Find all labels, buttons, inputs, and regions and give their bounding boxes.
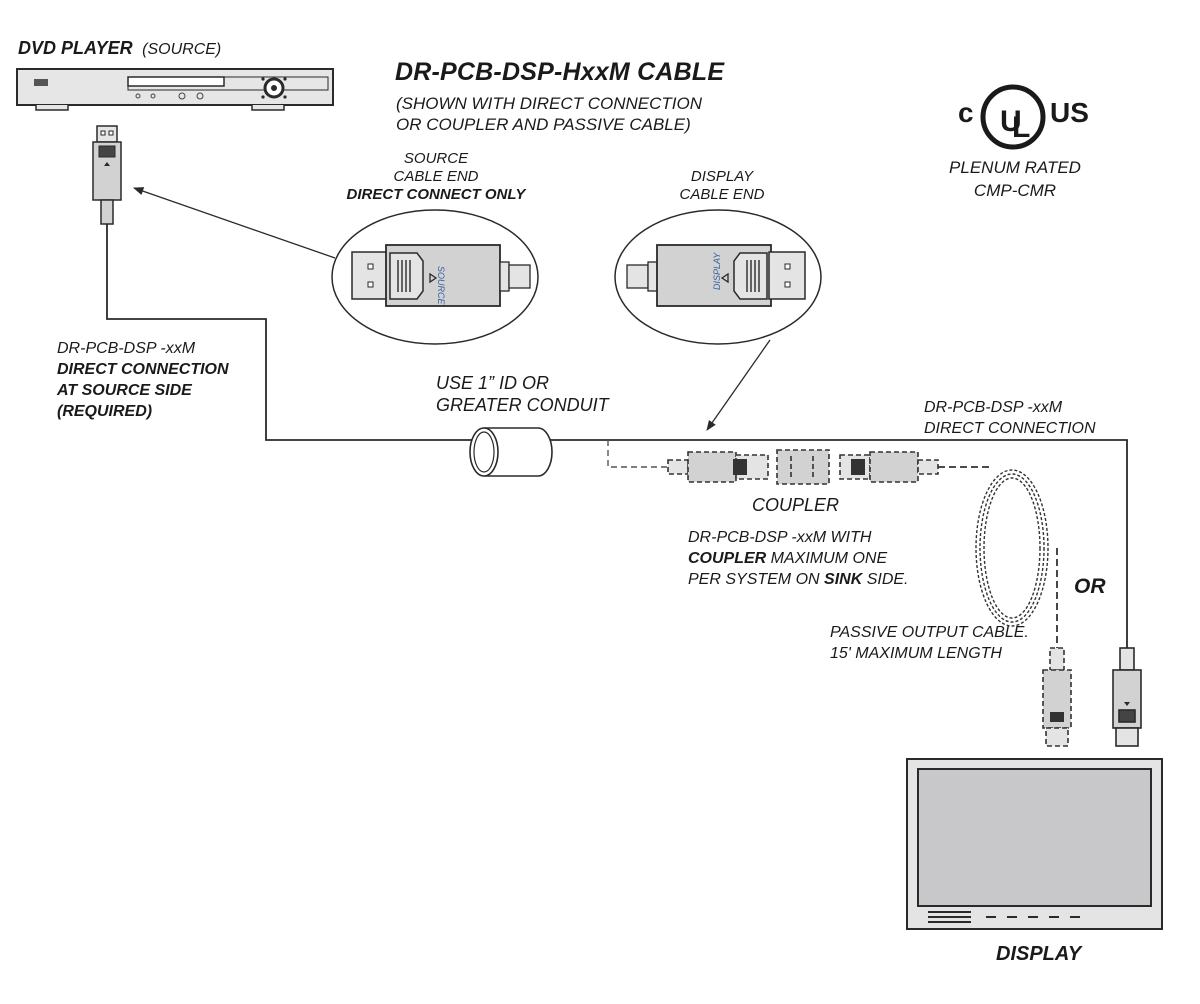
sink-bold: SINK <box>824 571 863 588</box>
source-device-name: DVD PLAYER <box>18 38 133 58</box>
source-callout-arrow <box>133 187 336 259</box>
source-device-role: (SOURCE) <box>142 41 222 58</box>
direct-display-connector-icon <box>1112 647 1142 747</box>
diagram-title: DR-PCB-DSP-HxxM CABLE <box>395 58 725 86</box>
direct-connection-note-line2: DIRECT CONNECTION <box>924 420 1096 437</box>
source-end-callout <box>331 209 539 345</box>
coupler-latch-right <box>851 459 865 475</box>
source-side-note-line2: DIRECT CONNECTION <box>57 361 229 378</box>
coupler-note-rest: MAXIMUM ONE <box>766 550 888 567</box>
coupler-cable-line <box>607 440 668 468</box>
source-side-note-line4: (REQUIRED) <box>57 403 153 420</box>
coupler-assembly <box>667 449 939 485</box>
source-connector-text: SOURCE <box>436 266 446 305</box>
ul-mark-us: US <box>1050 97 1089 128</box>
ul-mark-u: U <box>1000 105 1022 138</box>
direct-connection-note-line1: DR-PCB-DSP -xxM <box>924 399 1063 416</box>
coupler-note-line2: COUPLER MAXIMUM ONE <box>688 548 887 569</box>
passive-cable-note-line2: 15' MAXIMUM LENGTH <box>830 645 1002 662</box>
passive-display-connector-icon <box>1042 647 1072 747</box>
conduit-note-line1: USE 1” ID OR <box>436 373 550 393</box>
ul-mark-l: L <box>1012 111 1030 144</box>
coupler-latch-left <box>733 459 747 475</box>
ul-certification-mark <box>980 84 1046 150</box>
display-end-callout <box>614 209 822 345</box>
source-end-label-line2: CABLE END <box>393 168 479 185</box>
plenum-rated-label: PLENUM RATED <box>949 158 1081 177</box>
diagram-subtitle-line2: OR COUPLER AND PASSIVE CABLE) <box>396 115 691 134</box>
coupler-note-bold: COUPLER <box>688 550 767 567</box>
coupler-note-pre: PER SYSTEM ON <box>688 571 825 588</box>
passive-cable-note-line1: PASSIVE OUTPUT CABLE. <box>830 624 1029 641</box>
source-connector-icon <box>92 125 122 225</box>
ul-mark-c: c <box>958 97 974 128</box>
dvd-player-icon <box>16 68 334 111</box>
passive-connector-latch <box>1050 712 1064 722</box>
coupler-label: COUPLER <box>752 495 840 515</box>
source-side-note-line1: DR-PCB-DSP -xxM <box>57 340 196 357</box>
diagram-subtitle-line1: (SHOWN WITH DIRECT CONNECTION <box>396 94 702 113</box>
display-end-label-line2: CABLE END <box>679 186 765 203</box>
source-end-label-line3: DIRECT CONNECT ONLY <box>346 186 526 203</box>
display-connector-text: DISPLAY <box>712 252 722 290</box>
display-end-label-line1: DISPLAY <box>690 168 754 185</box>
coupler-note-line1: DR-PCB-DSP -xxM WITH <box>688 529 872 546</box>
coupler-note-line3: PER SYSTEM ON SINK SIDE. <box>688 569 909 590</box>
display-device-label: DISPLAY <box>996 943 1082 965</box>
or-label: OR <box>1074 575 1106 598</box>
source-side-note-line3: AT SOURCE SIDE <box>57 382 192 399</box>
direct-cable-line <box>106 224 1128 648</box>
source-end-label-line1: SOURCE <box>403 150 469 167</box>
cable-coil-icon <box>975 469 1049 627</box>
coupler-note-post: SIDE. <box>862 571 909 588</box>
display-monitor-icon <box>906 758 1163 930</box>
conduit-icon <box>469 427 553 477</box>
source-device-label: DVD PLAYER (SOURCE) <box>18 38 221 60</box>
conduit-note-line2: GREATER CONDUIT <box>436 395 609 415</box>
display-callout-arrow <box>706 339 771 431</box>
cmp-cmr-label: CMP-CMR <box>973 181 1057 200</box>
